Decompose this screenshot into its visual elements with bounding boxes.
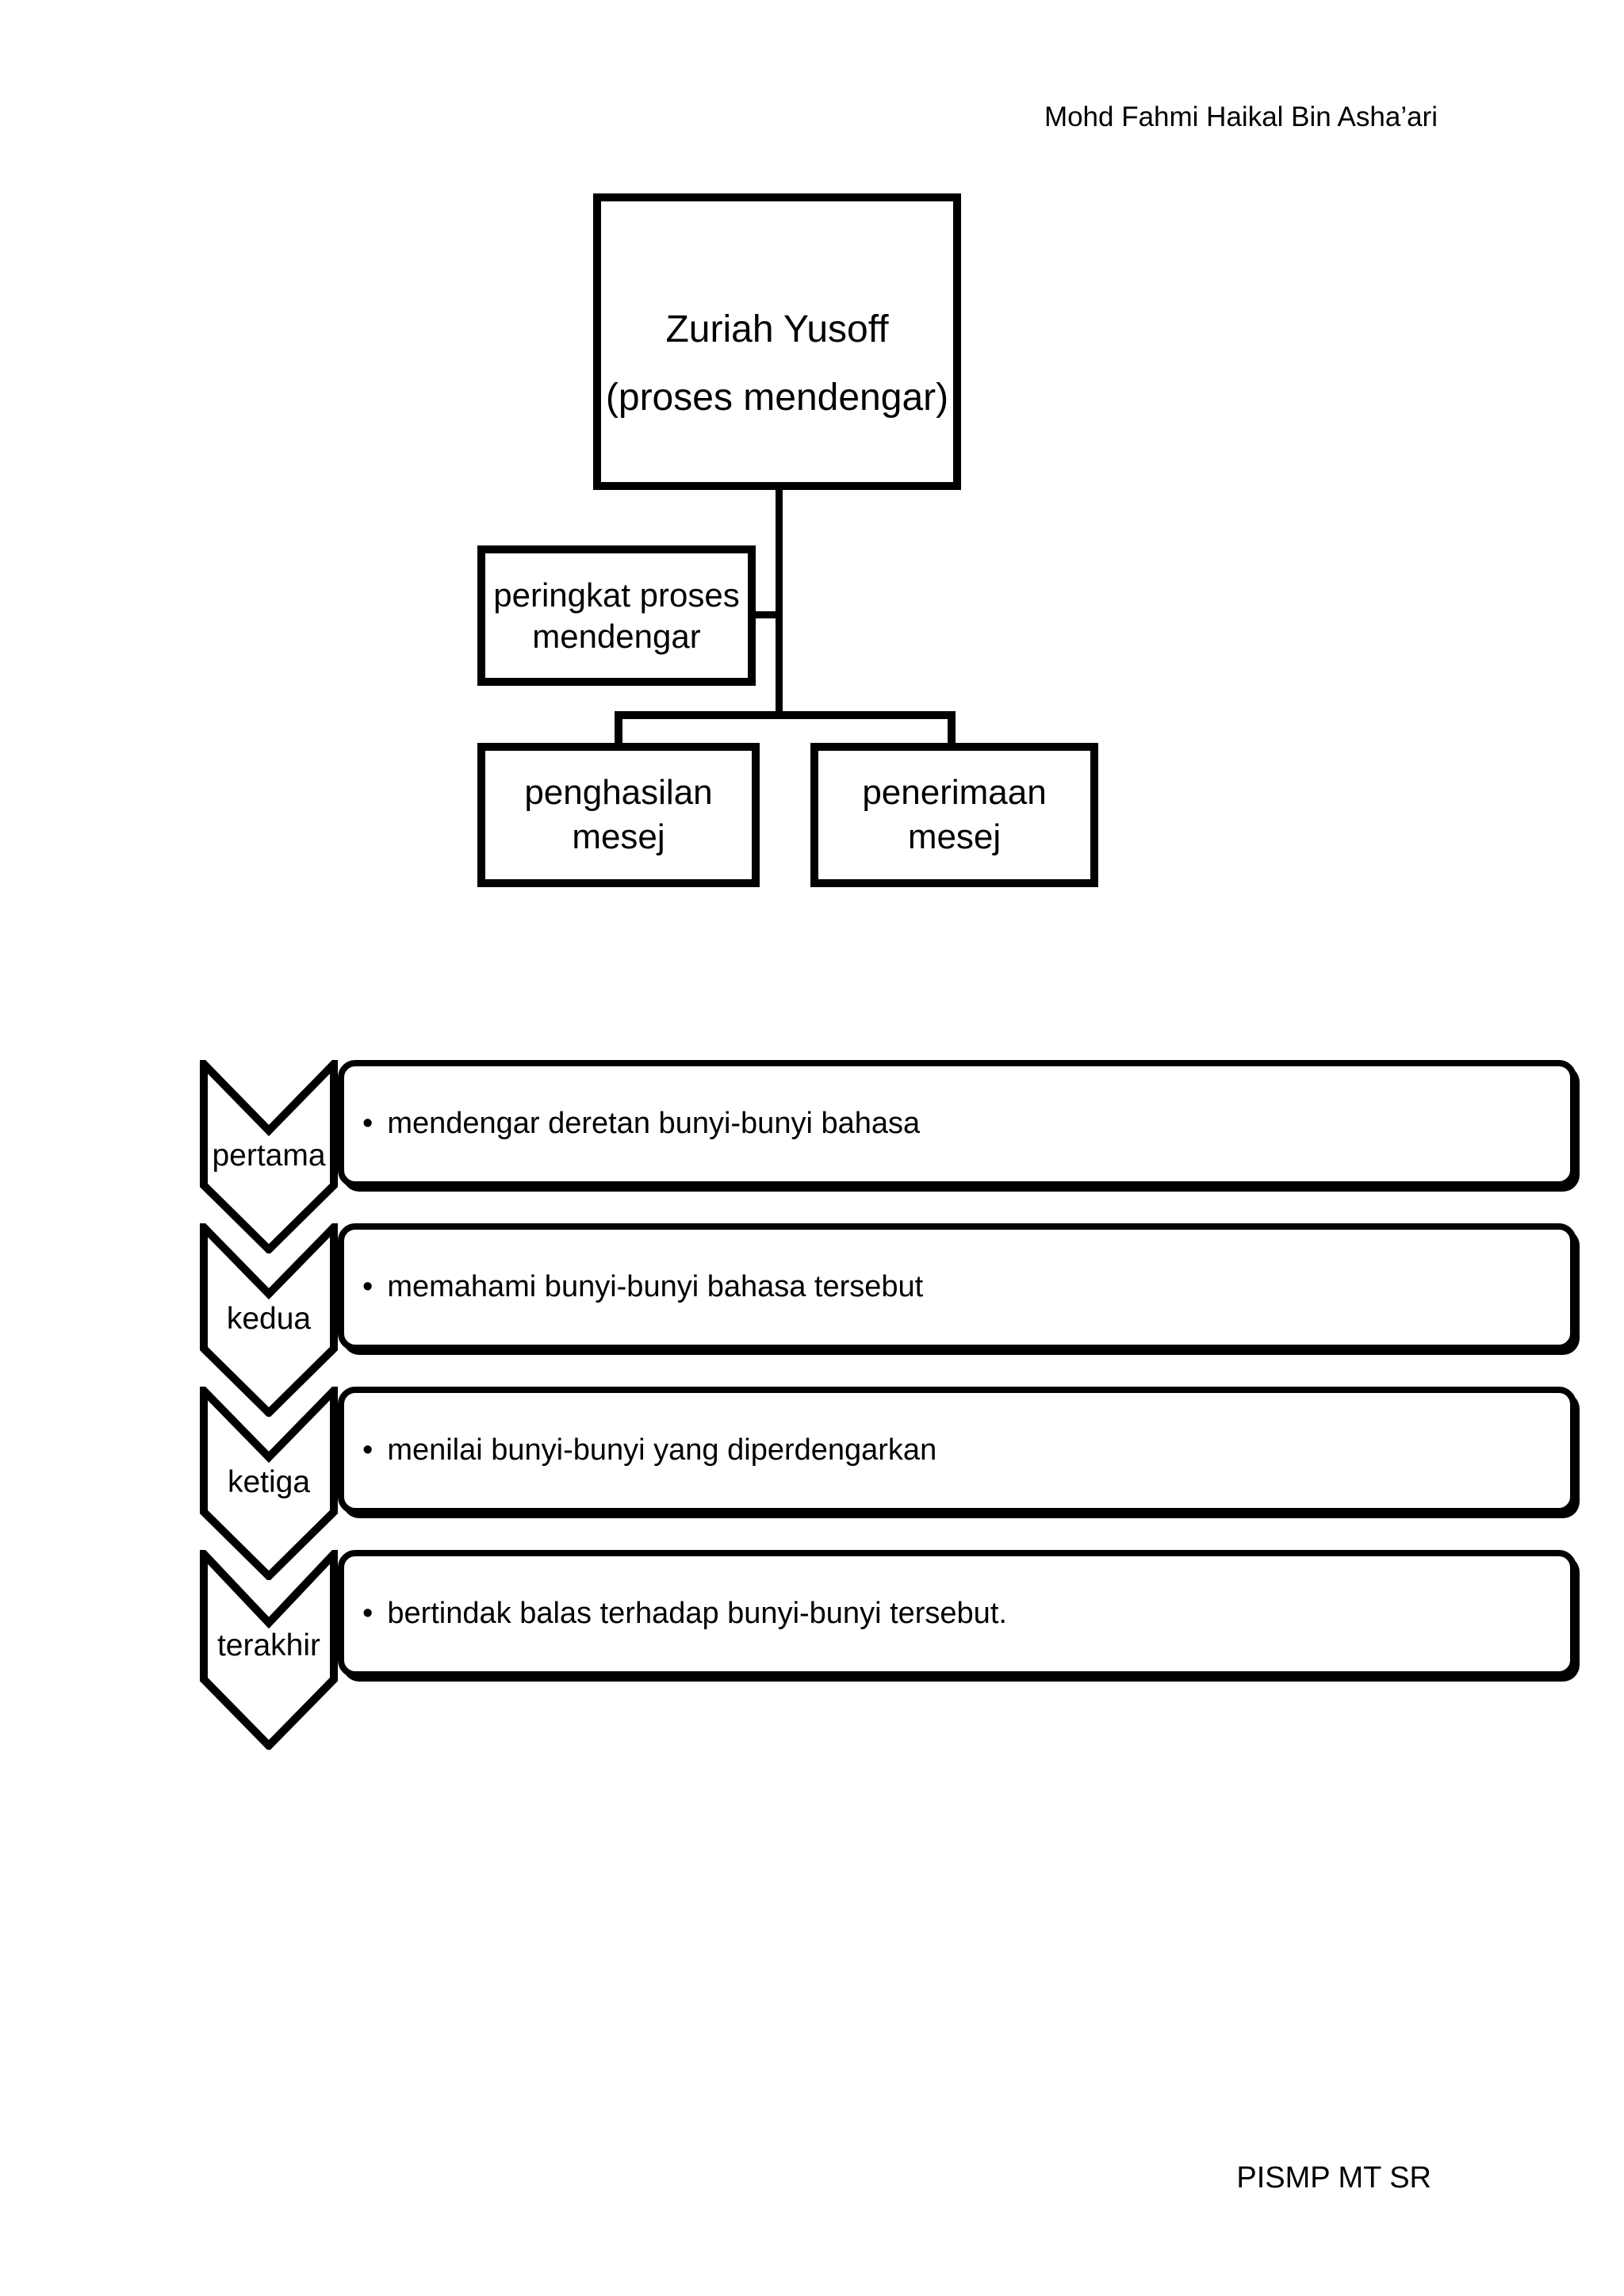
bullet-glyph: •: [362, 1107, 373, 1140]
org-child-left-line1: penghasilan: [524, 773, 713, 812]
process-step-label: pertama: [212, 1138, 326, 1173]
org-assistant-line2: mendengar: [532, 617, 701, 655]
org-assistant-line1: peringkat proses: [493, 576, 740, 614]
org-child-box-penerimaan: penerimaan mesej: [810, 743, 1098, 887]
org-child-left-line2: mesej: [572, 817, 665, 856]
connector-vertical: [776, 488, 783, 719]
process-step-label: terakhir: [216, 1628, 321, 1663]
connector-stub-right: [948, 711, 956, 746]
org-root-line1: Zuriah Yusoff: [665, 308, 889, 350]
process-step-label: kedua: [226, 1302, 312, 1336]
process-row-text: mendengar deretan bunyi-bunyi bahasa: [387, 1107, 921, 1140]
process-row-box: • mendengar deretan bunyi-bunyi bahasa: [338, 1060, 1576, 1188]
footer-program-label: PISMP MT SR: [1236, 2161, 1431, 2195]
chevron-down-icon: [200, 1223, 338, 1417]
org-root-box: Zuriah Yusoff (proses mendengar): [593, 193, 961, 490]
chevron-down-icon: [200, 1387, 338, 1580]
process-row-box: • memahami bunyi-bunyi bahasa tersebut: [338, 1223, 1576, 1351]
connector-assistant: [752, 611, 779, 618]
process-row-box: • bertindak balas terhadap bunyi-bunyi t…: [338, 1550, 1576, 1678]
bullet-glyph: •: [362, 1597, 373, 1630]
process-row-text: bertindak balas terhadap bunyi-bunyi ter…: [387, 1597, 1007, 1630]
process-step-label: ketiga: [227, 1465, 311, 1499]
process-row-text: memahami bunyi-bunyi bahasa tersebut: [387, 1270, 924, 1303]
org-child-right-line2: mesej: [907, 817, 1002, 856]
org-assistant-box: peringkat proses mendengar: [477, 545, 756, 686]
bullet-glyph: •: [362, 1270, 373, 1303]
connector-horizontal-bar: [615, 711, 956, 719]
org-root-line2: (proses mendengar): [605, 376, 949, 419]
process-row-box: • menilai bunyi-bunyi yang diperdengarka…: [338, 1387, 1576, 1514]
connector-stub-left: [615, 711, 622, 746]
bullet-glyph: •: [362, 1433, 373, 1467]
org-child-box-penghasilan: penghasilan mesej: [477, 743, 760, 887]
chevron-down-icon: [200, 1550, 338, 1750]
header-author-name: Mohd Fahmi Haikal Bin Asha’ari: [1044, 101, 1438, 132]
process-row-text: menilai bunyi-bunyi yang diperdengarkan: [387, 1433, 937, 1467]
org-child-right-line1: penerimaan: [862, 773, 1047, 812]
chevron-down-icon: [200, 1060, 338, 1253]
